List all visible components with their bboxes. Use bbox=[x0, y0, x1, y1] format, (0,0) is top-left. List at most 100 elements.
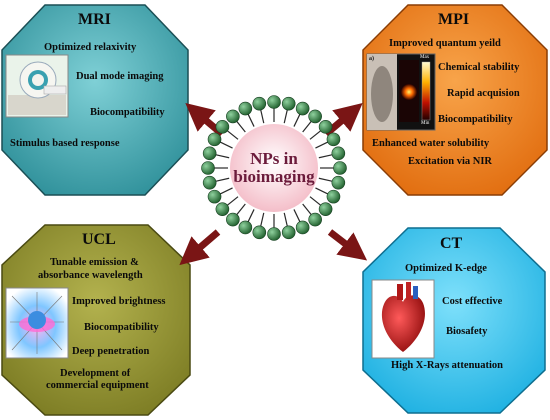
micelle-tail bbox=[215, 154, 230, 159]
mri-feature-3: Biocompatibility bbox=[90, 107, 165, 118]
micelle-tail bbox=[283, 109, 288, 124]
micelle-head bbox=[318, 120, 333, 134]
micelle-head bbox=[215, 120, 230, 134]
ct-feature-4: High X-Rays attenuation bbox=[391, 360, 504, 371]
mpi-octagon bbox=[362, 4, 548, 196]
micelle-tail bbox=[260, 212, 265, 227]
micelle-tail bbox=[318, 154, 333, 159]
micelle-head bbox=[207, 189, 222, 204]
micelle-head bbox=[207, 132, 222, 147]
micelle-tail bbox=[302, 120, 312, 133]
micelle-tail bbox=[260, 109, 265, 124]
micelle-head bbox=[267, 227, 281, 241]
micelle-tail bbox=[302, 203, 312, 216]
micelle-head bbox=[295, 220, 310, 235]
arrow-to-ucl bbox=[179, 229, 221, 266]
mpi-feature-1: Improved quantum yeild bbox=[389, 38, 501, 49]
micelle-head bbox=[238, 101, 253, 116]
ct-feature-1: Optimized K-edge bbox=[405, 263, 487, 274]
micelle-tail bbox=[226, 130, 239, 140]
micelle-head bbox=[226, 109, 240, 124]
ucl-panel bbox=[1, 224, 191, 416]
ct-octagon bbox=[362, 227, 546, 414]
ucl-feature-7: commercial equipment bbox=[46, 380, 149, 391]
micelle-head bbox=[215, 202, 230, 216]
micelle-tail bbox=[283, 212, 288, 227]
mri-feature-1: Optimized relaxivity bbox=[44, 42, 137, 53]
mpi-image-scale-min: Min bbox=[421, 121, 430, 126]
mpi-image-scale-max: Max bbox=[420, 55, 430, 60]
arrow-to-ct bbox=[327, 229, 368, 261]
center-label-line1: NPs in bbox=[250, 149, 298, 168]
mpi-title: MPI bbox=[438, 11, 470, 28]
micelle-head bbox=[331, 146, 346, 161]
micelle-head bbox=[281, 96, 296, 111]
mpi-feature-5: Enhanced water solubility bbox=[372, 138, 490, 149]
micelle-tail bbox=[236, 203, 246, 216]
mri-panel bbox=[1, 4, 189, 196]
ct-feature-3: Biosafety bbox=[446, 326, 488, 337]
micelle-head bbox=[201, 161, 215, 175]
ct-title: CT bbox=[440, 235, 463, 252]
micelle-tail bbox=[293, 209, 301, 223]
micelle-tail bbox=[247, 113, 255, 127]
heart-image bbox=[371, 279, 435, 359]
ucl-feature-6: Development of bbox=[60, 368, 131, 379]
micelle-tail bbox=[219, 141, 233, 149]
micelle-tail bbox=[226, 196, 239, 206]
ucl-feature-1: Tunable emission & bbox=[50, 257, 139, 268]
ct-feature-2: Cost effective bbox=[442, 296, 503, 307]
micelle-head bbox=[308, 212, 322, 227]
center-label-line2: bioimaging bbox=[233, 166, 315, 186]
micelle-tail bbox=[247, 209, 255, 223]
ucl-octagon bbox=[1, 224, 191, 416]
micelle-head bbox=[326, 132, 341, 147]
mouse-fluorescence-image bbox=[366, 53, 436, 131]
mri-octagon bbox=[1, 4, 189, 196]
mpi-feature-2: Chemical stability bbox=[438, 62, 520, 73]
micelle-tail bbox=[236, 120, 246, 133]
micelle-head bbox=[295, 101, 310, 116]
micelle-head bbox=[318, 202, 333, 216]
center-label: NPs in bioimaging bbox=[224, 150, 324, 186]
micelle-head bbox=[333, 161, 347, 175]
micelle-tail bbox=[293, 113, 301, 127]
ucl-title: UCL bbox=[82, 231, 116, 248]
nanoparticle-rays-image bbox=[5, 287, 69, 359]
micelle-core bbox=[230, 124, 318, 212]
micelle-tail bbox=[309, 130, 322, 140]
mpi-feature-4: Biocompatibility bbox=[438, 114, 513, 125]
micelle-head bbox=[202, 175, 217, 190]
micelle-head bbox=[267, 95, 281, 109]
micelle-head bbox=[281, 225, 296, 240]
mpi-feature-6: Excitation via NIR bbox=[408, 156, 492, 167]
mpi-panel bbox=[362, 4, 548, 196]
micelle-tail bbox=[309, 196, 322, 206]
micelle-head bbox=[252, 96, 267, 111]
micelle-head bbox=[238, 220, 253, 235]
micelle-head bbox=[308, 109, 322, 124]
micelle-head bbox=[202, 146, 217, 161]
micelle-tail bbox=[318, 177, 333, 182]
micelle-head bbox=[252, 225, 267, 240]
ucl-feature-3: Improved brightness bbox=[72, 296, 166, 307]
mri-scanner-image bbox=[5, 54, 69, 118]
ucl-feature-5: Deep penetration bbox=[72, 346, 150, 357]
mri-feature-4: Stimulus based response bbox=[10, 138, 120, 149]
micelle-tail bbox=[315, 141, 329, 149]
micelle-head bbox=[331, 175, 346, 190]
ucl-feature-4: Biocompatibility bbox=[84, 322, 159, 333]
micelle-head bbox=[326, 189, 341, 204]
mpi-feature-3: Rapid acquision bbox=[447, 88, 520, 99]
mpi-image-panel-label: a) bbox=[369, 56, 374, 62]
ucl-feature-2: absorbance wavelength bbox=[38, 270, 143, 281]
micelle-head bbox=[226, 212, 240, 227]
micelle-tail bbox=[219, 187, 233, 195]
micelle-tail bbox=[215, 177, 230, 182]
arrows bbox=[179, 102, 368, 266]
micelle-nanoparticle bbox=[201, 95, 347, 241]
mri-feature-2: Dual mode imaging bbox=[76, 71, 164, 82]
mri-title: MRI bbox=[78, 11, 111, 28]
ct-panel bbox=[362, 227, 546, 414]
